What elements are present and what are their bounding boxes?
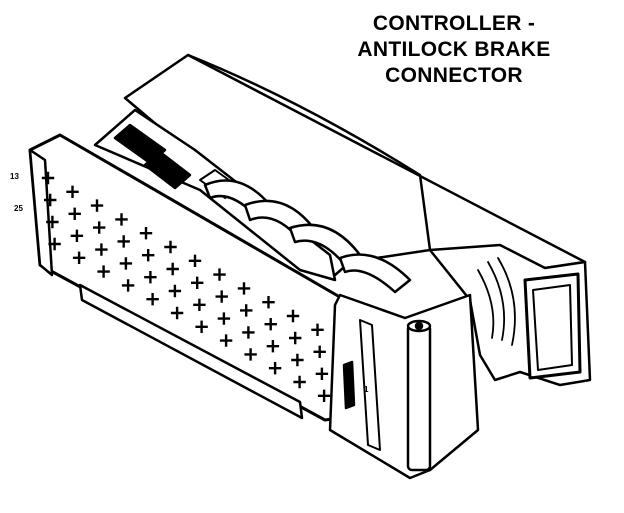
pin-cavity <box>66 185 79 198</box>
shroud-opening <box>523 272 582 380</box>
pin-cavity <box>46 215 59 229</box>
pin-cavity <box>144 271 157 284</box>
pin-cavity <box>311 323 324 336</box>
pin-cavity <box>121 279 135 292</box>
pin-cavity <box>242 326 255 339</box>
pin-cavity <box>68 207 81 220</box>
bracket-flange <box>359 319 381 451</box>
pin-cavity <box>44 193 57 207</box>
mounting-post-screw <box>414 321 424 331</box>
pin-cavity <box>191 276 204 289</box>
pin-cavity <box>313 345 326 358</box>
pin-cavity <box>215 290 228 303</box>
pin-cavity <box>195 320 208 333</box>
pin-cavity <box>315 367 329 380</box>
pin-cavity <box>170 306 184 320</box>
pin-cavity <box>146 293 159 306</box>
pin-label-middle-left: 25 <box>14 204 23 213</box>
pin-cavity <box>291 353 304 367</box>
pin-cavity <box>240 304 253 317</box>
shroud-ribs <box>477 257 516 346</box>
pin-cavity <box>95 243 108 256</box>
pin-cavity <box>70 229 84 242</box>
latch-window-1 <box>113 123 167 165</box>
wire-band-4 <box>338 253 412 294</box>
pin-cavity <box>219 334 233 347</box>
mounting-post <box>406 323 432 472</box>
title-line-1: CONTROLLER - <box>372 12 536 35</box>
pin-cavity <box>193 298 206 311</box>
pin-cavity <box>217 312 231 325</box>
pin-cavity <box>90 199 104 212</box>
title-line-3: CONNECTOR <box>385 64 523 87</box>
pin-label-right-side: 1 <box>364 385 369 394</box>
pin-cavity <box>266 340 280 353</box>
pin-cavity <box>139 227 153 240</box>
pin-cavity <box>237 282 251 295</box>
pin-label-top-left: 13 <box>10 172 19 181</box>
pin-cavity <box>115 213 128 226</box>
pin-cavity <box>264 318 277 331</box>
pin-cavity <box>262 296 275 309</box>
pin-cavity <box>72 251 86 264</box>
pin-cavity <box>317 389 331 402</box>
lower-rail <box>78 283 304 420</box>
pin-cavity <box>41 171 55 185</box>
pin-cavity <box>213 268 226 281</box>
housing-rear-shell <box>186 53 432 252</box>
pin-cavity <box>93 221 106 234</box>
pin-cavity-grid <box>41 171 331 402</box>
pin-cavity <box>48 237 61 251</box>
pin-cavity <box>168 284 182 298</box>
title-line-2: ANTILOCK BRAKE <box>357 38 551 61</box>
shroud-inner-rim <box>532 284 573 371</box>
pin-cavity <box>142 249 155 262</box>
pin-cavity <box>164 240 177 254</box>
pin-cavity <box>244 348 257 361</box>
pin-cavity <box>268 362 282 375</box>
pin-cavity <box>293 375 306 389</box>
pin-cavity <box>166 262 179 276</box>
pin-cavity <box>188 254 202 267</box>
pin-cavity <box>289 331 302 345</box>
front-face-left-edge <box>28 148 54 277</box>
latch-tab <box>342 360 356 410</box>
pin-cavity <box>117 235 130 248</box>
pin-cavity <box>119 257 133 270</box>
latch-window-2 <box>143 150 192 190</box>
pin-cavity <box>97 265 110 278</box>
pin-cavity <box>286 309 300 323</box>
